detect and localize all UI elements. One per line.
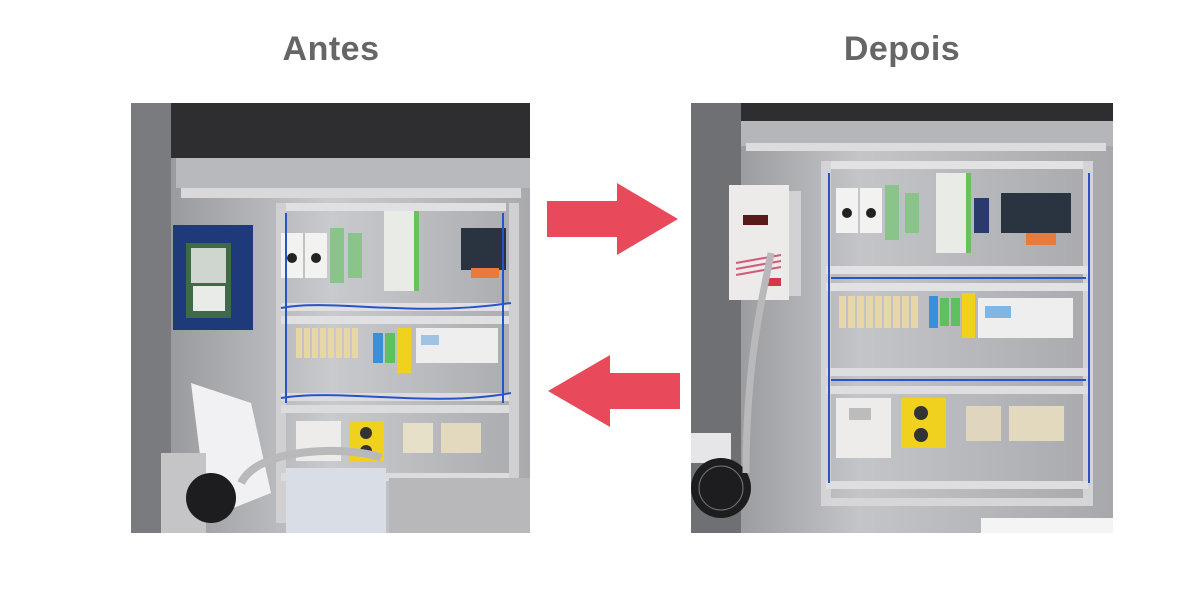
- after-panel-illustration: [691, 103, 1113, 533]
- after-panel-photo: [691, 103, 1113, 533]
- before-panel-illustration: [131, 103, 530, 533]
- arrow-right-icon: [547, 183, 678, 255]
- arrow-left-icon: [548, 355, 680, 427]
- title-before: Antes: [282, 30, 380, 68]
- before-panel-photo: [131, 103, 530, 533]
- title-after: Depois: [843, 30, 961, 68]
